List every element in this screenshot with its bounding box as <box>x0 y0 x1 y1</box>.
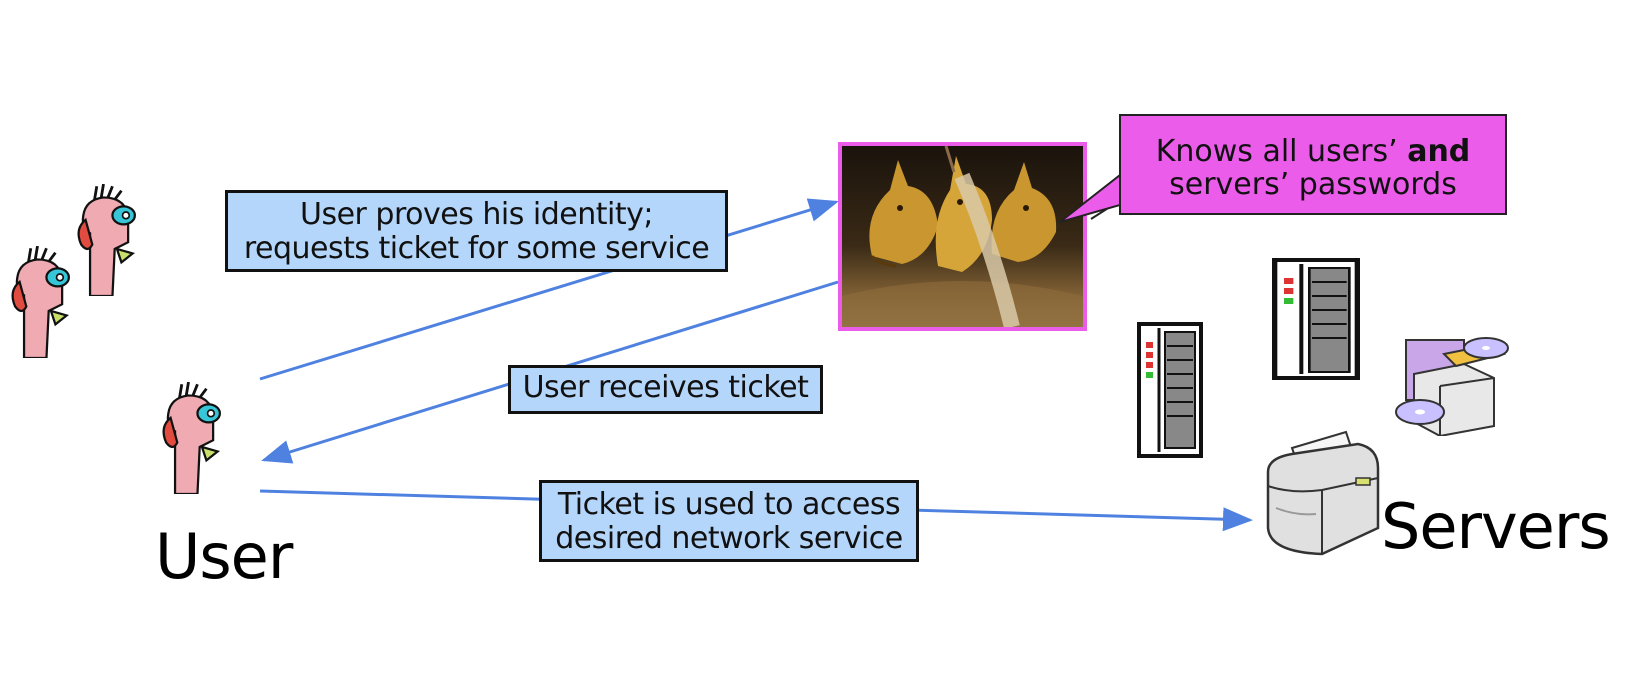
server-tower-icon <box>1137 322 1203 458</box>
callout-text-1: Knows all users’ <box>1155 134 1408 169</box>
printer-icon <box>1266 430 1380 556</box>
step-request-label: User proves his identity; requests ticke… <box>225 190 728 272</box>
step-receive-text: User receives ticket <box>522 370 809 405</box>
step-access-line-2: desired network service <box>555 521 903 556</box>
step-access-line-1: Ticket is used to access <box>557 487 901 522</box>
callout-bold-text: and <box>1407 134 1471 169</box>
kdc-callout: Knows all users’ and servers’ passwords <box>1119 114 1507 215</box>
three-headed-dog-image <box>838 142 1087 331</box>
arrow-request <box>259 198 839 381</box>
user-figure-icon <box>11 246 70 358</box>
callout-tail <box>1060 174 1120 223</box>
step-receive-label: User receives ticket <box>508 365 823 414</box>
step-request-line-2: requests ticket for some service <box>243 231 710 266</box>
step-request-line-1: User proves his identity; <box>300 197 653 232</box>
step-access-label: Ticket is used to access desired network… <box>539 480 919 562</box>
servers-label: Servers <box>1381 490 1611 563</box>
cd-drive-icon <box>1395 337 1509 436</box>
callout-text-2: servers’ passwords <box>1169 167 1457 202</box>
user-figure-icon <box>162 382 221 494</box>
user-label: User <box>155 520 293 593</box>
server-tower-icon <box>1272 258 1360 380</box>
user-figure-icon <box>77 184 136 296</box>
